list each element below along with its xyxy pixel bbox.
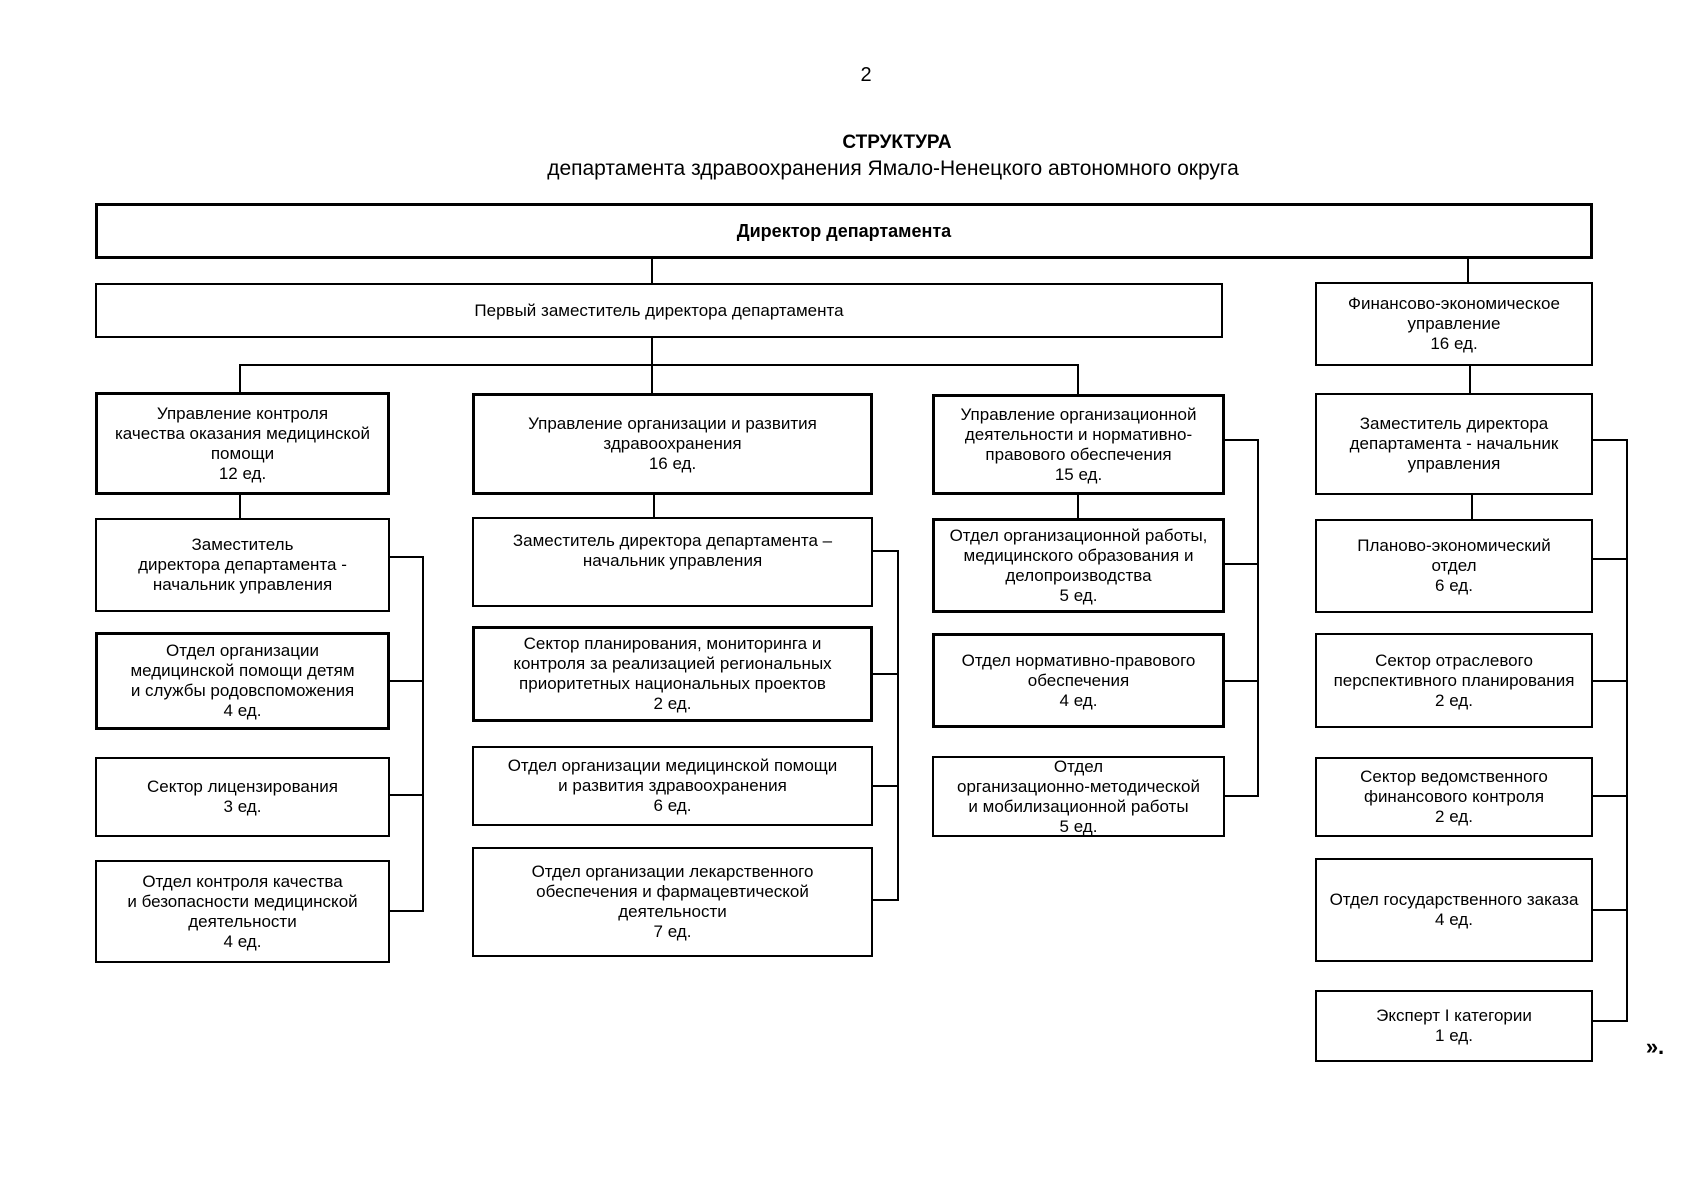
- connector-trunk: [1626, 439, 1628, 1022]
- node-medcare-healthcare-development-dept: Отдел организации медицинской помощи и р…: [472, 746, 873, 826]
- connector-stub: [388, 794, 424, 796]
- node-planning-monitoring-sector: Сектор планирования, мониторинга и контр…: [472, 626, 873, 722]
- node-finance-economic-directorate: Финансово-экономическое управление 16 ед…: [1315, 282, 1593, 366]
- closing-quote-mark: ».: [1645, 1034, 1665, 1059]
- connector-line: [1077, 364, 1079, 394]
- node-planning-economic-dept: Планово-экономический отдел 6 ед.: [1315, 519, 1593, 613]
- node-director: Директор департамента: [95, 203, 1593, 259]
- node-org-legal-support-directorate: Управление организационной деятельности …: [932, 394, 1225, 495]
- connector-stub: [388, 910, 424, 912]
- connector-stub: [1591, 795, 1628, 797]
- connector-line: [1469, 366, 1471, 393]
- node-expert-first-category: Эксперт I категории 1 ед.: [1315, 990, 1593, 1062]
- connector-line: [1077, 495, 1079, 518]
- connector-stub: [1223, 563, 1259, 565]
- connector-line: [1471, 495, 1473, 519]
- connector-stub: [1591, 680, 1628, 682]
- node-quality-control-directorate: Управление контроля качества оказания ме…: [95, 392, 390, 495]
- node-sector-financial-control: Сектор ведомственного финансового контро…: [1315, 757, 1593, 837]
- node-drug-supply-pharma-dept: Отдел организации лекарственного обеспеч…: [472, 847, 873, 957]
- connector-stub: [871, 673, 899, 675]
- connector-line: [651, 259, 653, 283]
- chart-subtitle: департамента здравоохранения Ямало-Ненец…: [547, 157, 1239, 180]
- node-first-deputy-director: Первый заместитель директора департамент…: [95, 283, 1223, 338]
- node-healthcare-org-development-directorate: Управление организации и развития здраво…: [472, 393, 873, 495]
- connector-line: [239, 364, 241, 392]
- connector-line: [1467, 259, 1469, 282]
- node-quality-safety-control-dept: Отдел контроля качества и безопасности м…: [95, 860, 390, 963]
- node-children-medcare-obstetrics-dept: Отдел организации медицинской помощи дет…: [95, 632, 390, 730]
- connector-stub: [388, 680, 424, 682]
- connector-stub: [871, 899, 899, 901]
- connector-stub: [1591, 1020, 1628, 1022]
- connector-stub: [388, 556, 424, 558]
- connector-stub: [1591, 439, 1628, 441]
- node-org-work-education-records-dept: Отдел организационной работы, медицинско…: [932, 518, 1225, 613]
- connector-stub: [1223, 439, 1259, 441]
- connector-trunk: [422, 556, 424, 912]
- connector-trunk: [897, 550, 899, 901]
- connector-stub: [871, 785, 899, 787]
- node-legal-support-dept: Отдел нормативно-правового обеспечения 4…: [932, 633, 1225, 728]
- page-number: 2: [860, 64, 872, 86]
- node-deputy-head-quality-directorate: Заместитель директора департамента - нач…: [95, 518, 390, 612]
- connector-line: [653, 493, 655, 517]
- node-licensing-sector: Сектор лицензирования 3 ед.: [95, 757, 390, 837]
- connector-stub: [871, 550, 899, 552]
- connector-line: [239, 495, 241, 518]
- node-state-order-dept: Отдел государственного заказа 4 ед.: [1315, 858, 1593, 962]
- connector-stub: [1223, 680, 1259, 682]
- chart-title: СТРУКТУРА: [842, 132, 952, 153]
- node-deputy-head-finance-directorate: Заместитель директора департамента - нач…: [1315, 393, 1593, 495]
- connector-trunk: [1257, 439, 1259, 797]
- connector-stub: [1591, 558, 1628, 560]
- node-org-methodical-mobilization-dept: Отдел организационно-методической и моби…: [932, 756, 1225, 837]
- connector-distribution-line: [239, 364, 1079, 366]
- node-deputy-head-healthcare-directorate: Заместитель директора департамента – нач…: [472, 517, 873, 607]
- connector-stub: [1223, 795, 1259, 797]
- connector-stub: [1591, 909, 1628, 911]
- node-sector-perspective-planning: Сектор отраслевого перспективного планир…: [1315, 633, 1593, 728]
